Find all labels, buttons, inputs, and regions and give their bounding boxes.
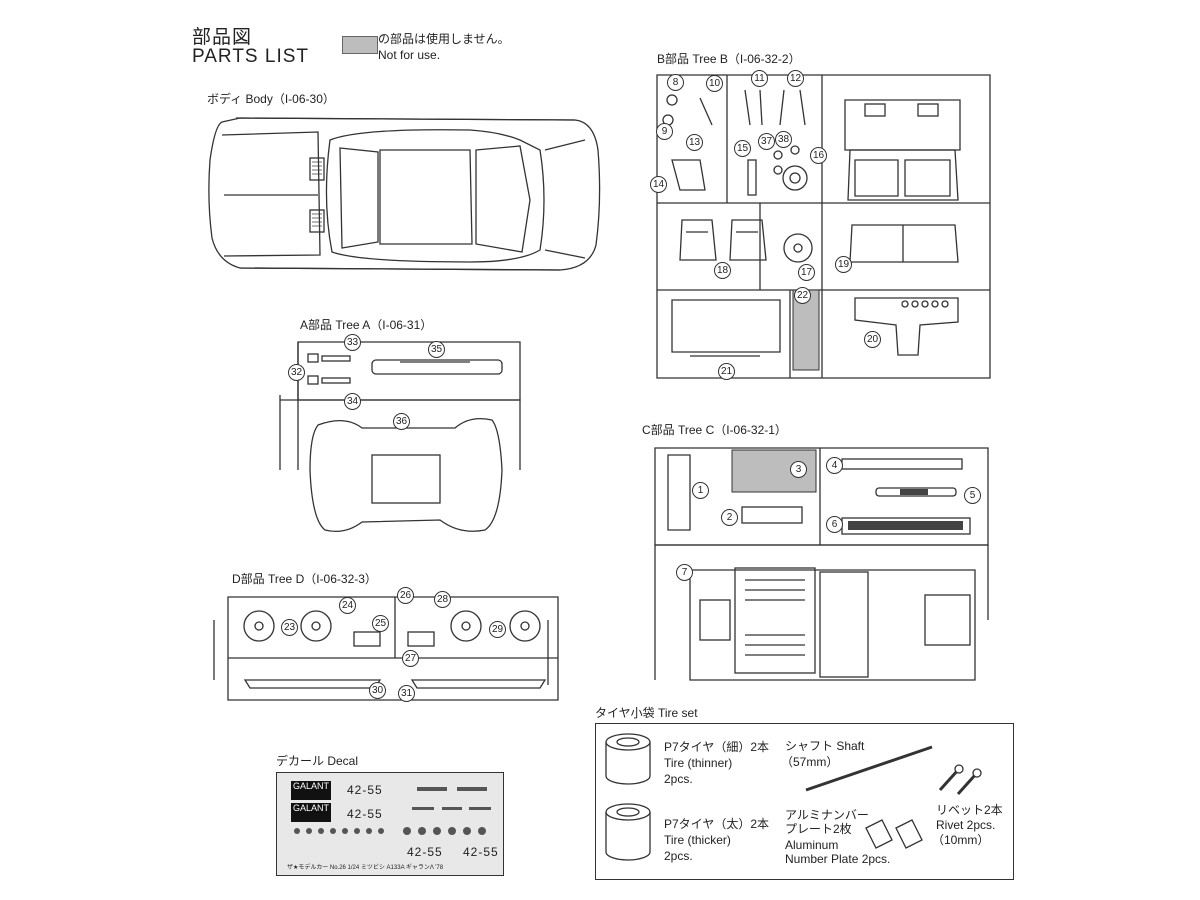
part-number-23: 23 — [281, 619, 298, 636]
part-number-26: 26 — [397, 587, 414, 604]
shaft-size: （57mm） — [781, 755, 839, 769]
part-number-37: 37 — [758, 133, 775, 150]
part-number-25: 25 — [372, 615, 389, 632]
decal-brand-2: GALANT — [291, 803, 331, 822]
part-number-4: 4 — [826, 457, 843, 474]
tire-thin-jp: P7タイヤ（細）2本 — [664, 740, 769, 754]
part-number-1: 1 — [692, 482, 709, 499]
part-number-11: 11 — [751, 70, 768, 87]
part-number-7: 7 — [676, 564, 693, 581]
plate-en-2: Number Plate 2pcs. — [785, 852, 891, 866]
legend-en: Not for use. — [378, 48, 441, 62]
tire-thick-jp: P7タイヤ（太）2本 — [664, 817, 769, 831]
shaft-label: シャフト Shaft — [785, 739, 865, 753]
section-label-tree-c: C部品 Tree C（I-06-32-1） — [642, 423, 787, 437]
decal-plate-3: 42-55 — [407, 845, 443, 859]
section-label-tree-d: D部品 Tree D（I-06-32-3） — [232, 572, 377, 586]
part-number-9: 9 — [656, 123, 673, 140]
part-number-32: 32 — [288, 364, 305, 381]
decal-plate-4: 42-55 — [463, 845, 499, 859]
part-number-10: 10 — [706, 75, 723, 92]
section-label-tire-set: タイヤ小袋 Tire set — [595, 706, 698, 720]
part-number-34: 34 — [344, 393, 361, 410]
part-number-20: 20 — [864, 331, 881, 348]
decal-plate-2: 42-55 — [347, 807, 383, 821]
tire-set-box — [595, 723, 1014, 880]
decal-sheet: GALANT GALANT 42-55 42-55 42-55 42-55 ザ★… — [276, 772, 504, 876]
rivet-en: Rivet 2pcs. — [936, 818, 996, 832]
plate-jp-1: アルミナンバー — [785, 808, 869, 822]
page-title-en: PARTS LIST — [192, 46, 309, 67]
part-number-22: 22 — [794, 287, 811, 304]
tire-thin-en: Tire (thinner) — [664, 756, 733, 770]
tire-thick-en: Tire (thicker) — [664, 833, 731, 847]
part-number-6: 6 — [826, 516, 843, 533]
part-number-33: 33 — [344, 334, 361, 351]
part-number-13: 13 — [686, 134, 703, 151]
section-label-tree-b: B部品 Tree B（I-06-32-2） — [657, 52, 801, 66]
plate-en-1: Aluminum — [785, 838, 839, 852]
part-number-27: 27 — [402, 650, 419, 667]
part-number-24: 24 — [339, 597, 356, 614]
part-number-31: 31 — [398, 685, 415, 702]
tire-thick-qty: 2pcs. — [664, 849, 693, 863]
part-number-30: 30 — [369, 682, 386, 699]
rivet-jp: リベット2本 — [936, 803, 1003, 817]
part-number-16: 16 — [810, 147, 827, 164]
part-number-8: 8 — [667, 74, 684, 91]
part-number-3: 3 — [790, 461, 807, 478]
section-label-body: ボディ Body（I-06-30） — [207, 92, 335, 106]
part-number-18: 18 — [714, 262, 731, 279]
part-number-28: 28 — [434, 591, 451, 608]
rivet-size: （10mm） — [932, 833, 990, 847]
part-number-38: 38 — [775, 131, 792, 148]
decal-footer: ザ★モデルカー No.26 1/24 ミツビシ A133A ギャランΛ '78 — [287, 865, 444, 871]
part-number-14: 14 — [650, 176, 667, 193]
section-label-tree-a: A部品 Tree A（I-06-31） — [300, 318, 433, 332]
plate-jp-2: プレート2枚 — [785, 822, 852, 836]
part-number-29: 29 — [489, 621, 506, 638]
not-for-use-swatch — [342, 36, 378, 54]
part-number-17: 17 — [798, 264, 815, 281]
part-number-19: 19 — [835, 256, 852, 273]
part-number-5: 5 — [964, 487, 981, 504]
section-label-decal: デカール Decal — [276, 754, 359, 768]
page-title-jp: 部品図 — [192, 27, 253, 48]
part-number-36: 36 — [393, 413, 410, 430]
part-number-15: 15 — [734, 140, 751, 157]
part-number-12: 12 — [787, 70, 804, 87]
part-number-35: 35 — [428, 341, 445, 358]
legend-jp: の部品は使用しません。 — [378, 32, 510, 46]
decal-brand-1: GALANT — [291, 781, 331, 800]
decal-plate-1: 42-55 — [347, 783, 383, 797]
tire-thin-qty: 2pcs. — [664, 772, 693, 786]
part-number-21: 21 — [718, 363, 735, 380]
part-number-2: 2 — [721, 509, 738, 526]
